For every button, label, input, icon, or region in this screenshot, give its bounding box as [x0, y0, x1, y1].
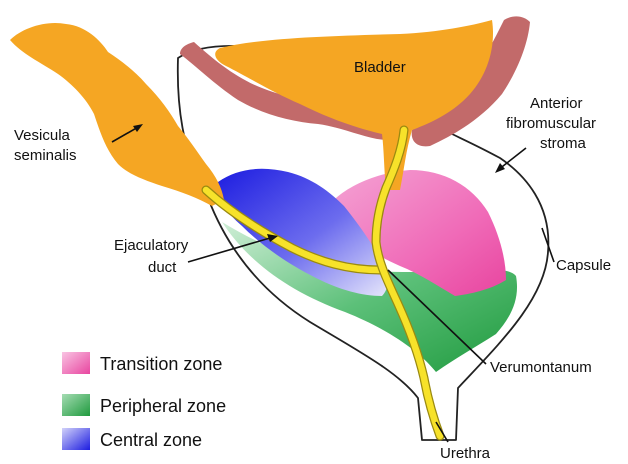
legend-swatch-peripheral: [62, 394, 90, 416]
label-anterior-3: stroma: [540, 135, 587, 152]
label-vesicula-1: Vesicula: [14, 127, 71, 144]
label-anterior-1: Anterior: [530, 95, 583, 112]
legend-swatch-transition: [62, 352, 90, 374]
legend-label-central: Central zone: [100, 430, 202, 450]
legend-label-transition: Transition zone: [100, 354, 222, 374]
label-anterior-2: fibromuscular: [506, 115, 596, 132]
label-urethra: Urethra: [440, 445, 491, 462]
legend-label-peripheral: Peripheral zone: [100, 396, 226, 416]
legend-swatch-central: [62, 428, 90, 450]
label-capsule: Capsule: [556, 257, 611, 274]
legend: Transition zone Peripheral zone Central …: [62, 352, 226, 450]
label-verumontanum: Verumontanum: [490, 359, 592, 376]
label-vesicula-2: seminalis: [14, 147, 77, 164]
label-ejaculatory-1: Ejaculatory: [114, 237, 189, 254]
label-ejaculatory-2: duct: [148, 259, 177, 276]
label-bladder: Bladder: [354, 59, 406, 76]
